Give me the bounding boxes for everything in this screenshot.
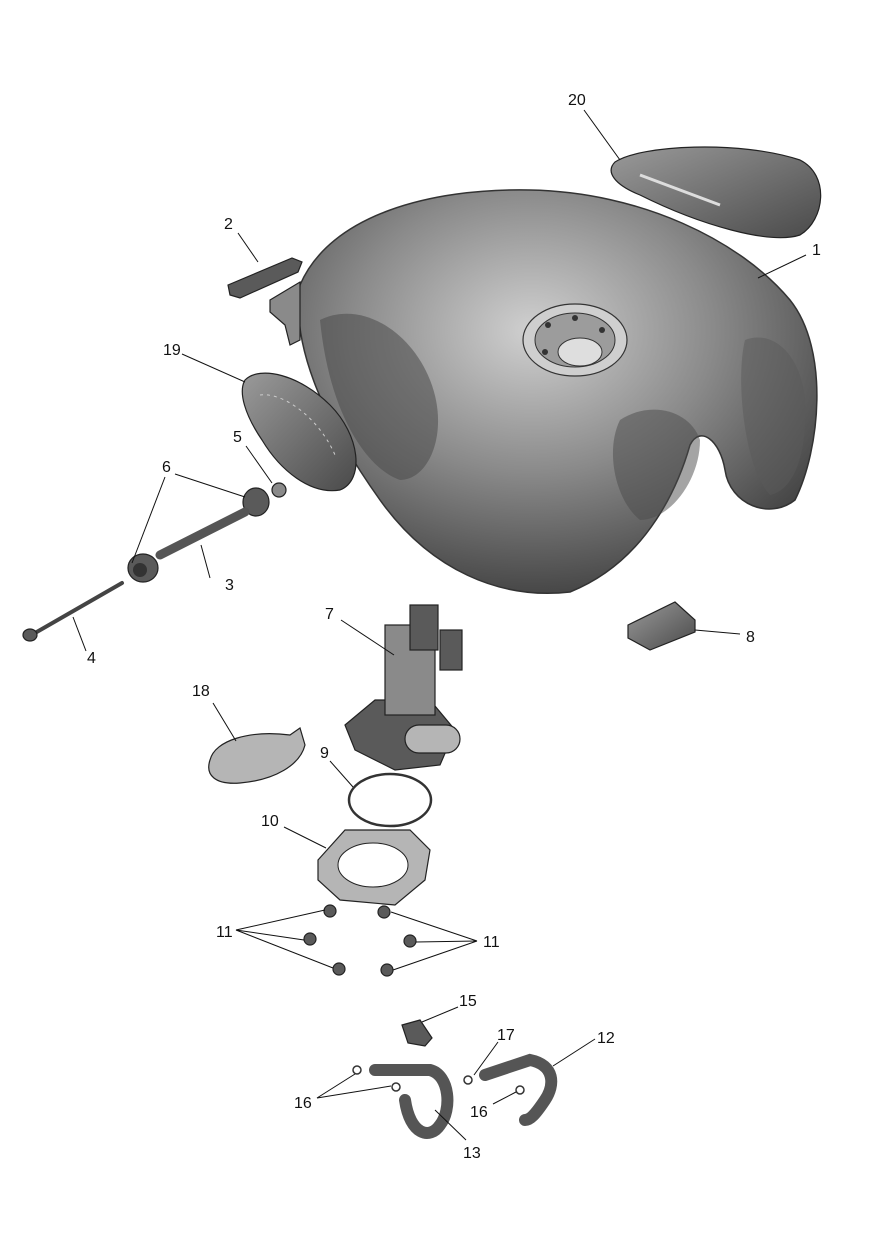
nut [271, 482, 287, 498]
fuel-pump [344, 604, 463, 771]
rubber-bushes [127, 487, 270, 583]
callout-12: 12 [597, 1030, 615, 1047]
callout-10: 10 [261, 813, 279, 830]
gasket [317, 829, 431, 906]
spacer-tube [155, 507, 250, 560]
rubber-buffer [627, 601, 696, 651]
tank-top-pad [610, 146, 822, 239]
callout-20: 20 [568, 92, 586, 109]
callout-8: 8 [746, 629, 755, 646]
callout-5: 5 [233, 429, 242, 446]
callout-11-right: 11 [483, 934, 500, 951]
callout-15: 15 [459, 993, 477, 1010]
callout-18: 18 [192, 683, 210, 700]
hose-clip [401, 1019, 433, 1047]
callout-labels: 1 2 3 4 5 6 7 8 9 10 11 11 12 13 15 16 1… [87, 92, 821, 1162]
fuel-tank [297, 189, 818, 594]
breather-hose-13 [369, 1064, 454, 1139]
callout-2: 2 [224, 216, 233, 233]
knee-pad [241, 372, 357, 492]
callout-17: 17 [497, 1027, 515, 1044]
mounting-bracket [227, 257, 303, 346]
callout-19: 19 [163, 342, 181, 359]
o-ring [347, 772, 433, 828]
screws [303, 904, 417, 977]
breather-hose-12 [479, 1053, 558, 1126]
callout-13: 13 [463, 1145, 481, 1162]
callout-6: 6 [162, 459, 171, 476]
callout-16-right: 16 [470, 1104, 488, 1121]
callout-7: 7 [325, 606, 334, 623]
hose-clamps [352, 1065, 525, 1095]
callout-11-left: 11 [216, 924, 233, 941]
callout-16-left: 16 [294, 1095, 312, 1112]
callout-3: 3 [225, 577, 234, 594]
pump-filter-plate [208, 727, 306, 784]
callout-1: 1 [812, 242, 821, 259]
callout-4: 4 [87, 650, 96, 667]
leader-lines [72, 109, 807, 1141]
callout-9: 9 [320, 745, 329, 762]
bolt [22, 581, 124, 642]
